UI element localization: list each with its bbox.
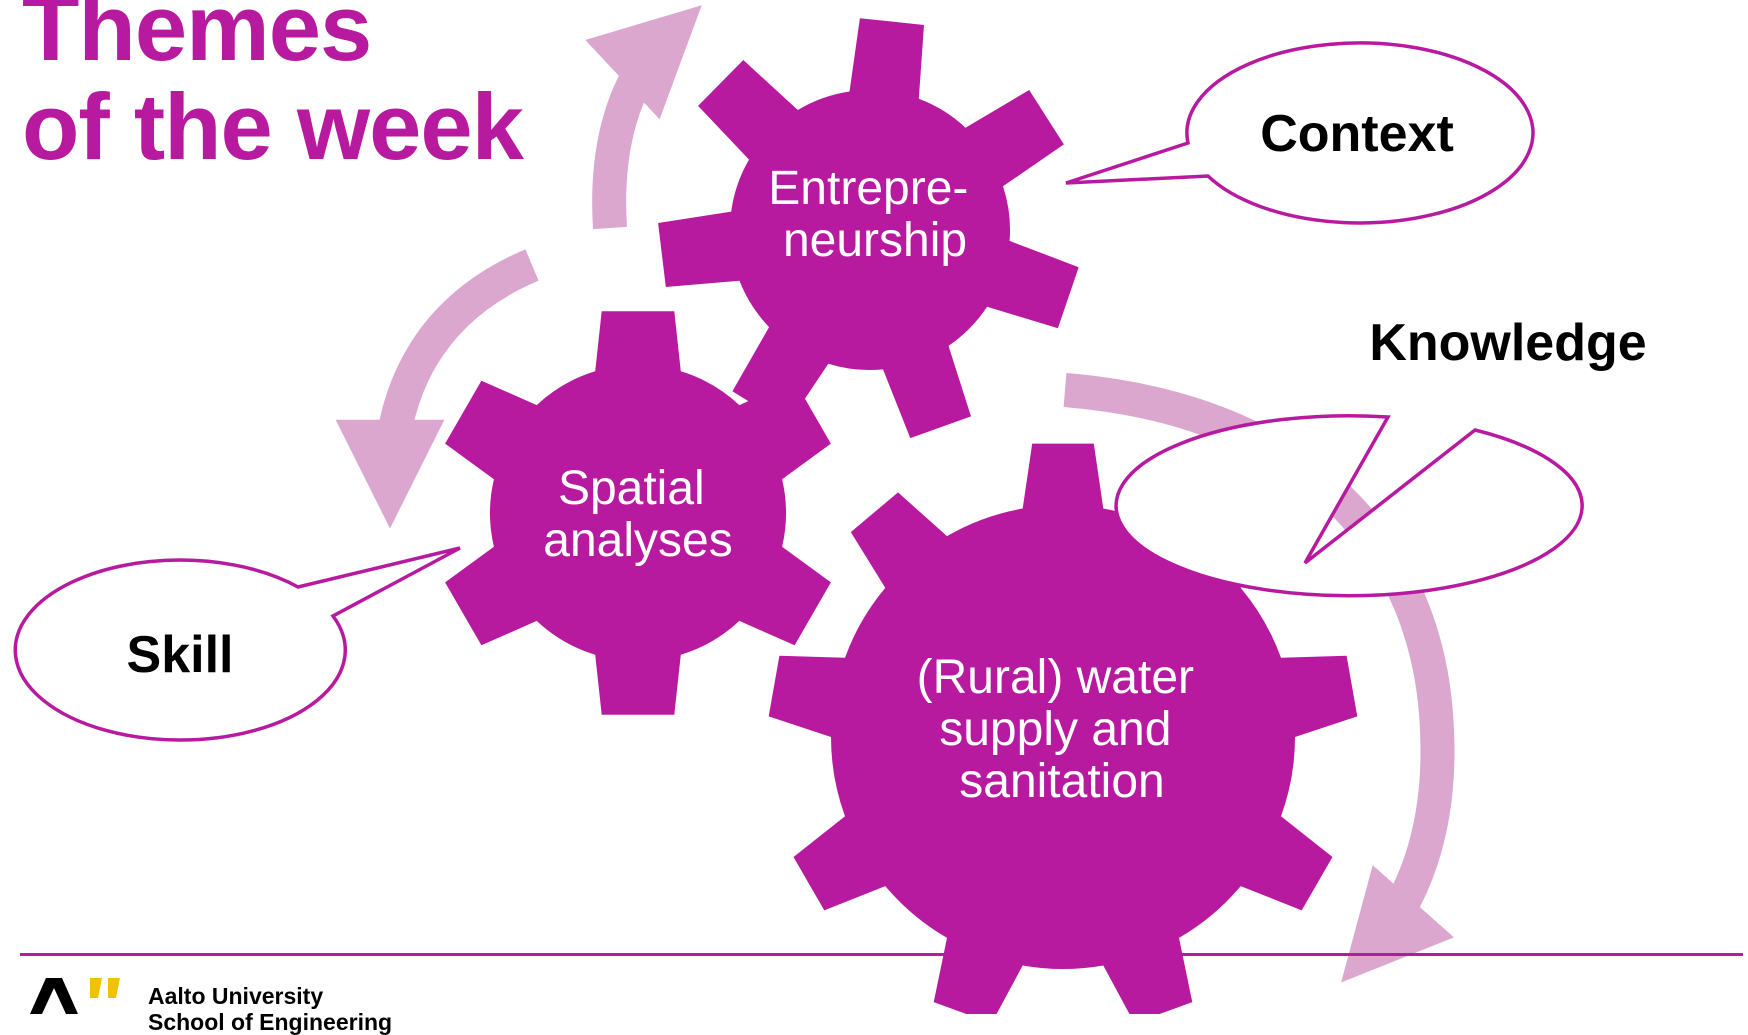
bubble-skill [13,546,461,742]
footer-rule-left [20,953,946,956]
footer-university: Aalto University School of Engineering [148,983,392,1035]
footer-rule-right [1180,953,1743,956]
gear-label-line: neurship [783,214,967,267]
cycle-arrow-left [335,249,539,529]
bubble-knowledge [1114,413,1584,598]
title-line-2: of the week [22,74,524,179]
cycle-arrow-up [585,5,702,230]
gear-label-water: (Rural) water supply and sanitation [917,651,1208,808]
page-title: Themes of the week [22,0,524,179]
bubble-label-context: Context [1260,105,1454,163]
gear-spatial [445,311,831,715]
title-line-1: Themes [22,0,372,80]
bubble-label-skill: Skill [127,626,234,684]
gear-entrepreneurship [658,18,1079,439]
gear-water [768,443,1358,1014]
bubble-context [1065,41,1535,225]
gear-label-line: Entrepre- [768,162,968,215]
school-name: School of Engineering [148,1009,393,1035]
gear-label-spatial: Spatial analyses [543,462,732,567]
themes-diagram: Entrepre- neurship Spatial analyses (Rur… [13,5,1647,1014]
gear-label-line: supply and [939,703,1171,756]
gear-label-line: sanitation [959,755,1164,808]
gear-label-line: (Rural) water [917,651,1194,704]
aalto-logo-icon [30,978,120,1014]
university-name: Aalto University [148,983,324,1009]
gear-label-entrepreneurship: Entrepre- neurship [768,162,981,267]
gear-label-line: analyses [543,514,732,567]
gear-label-line: Spatial [558,462,705,515]
bubble-label-knowledge: Knowledge [1369,314,1646,372]
